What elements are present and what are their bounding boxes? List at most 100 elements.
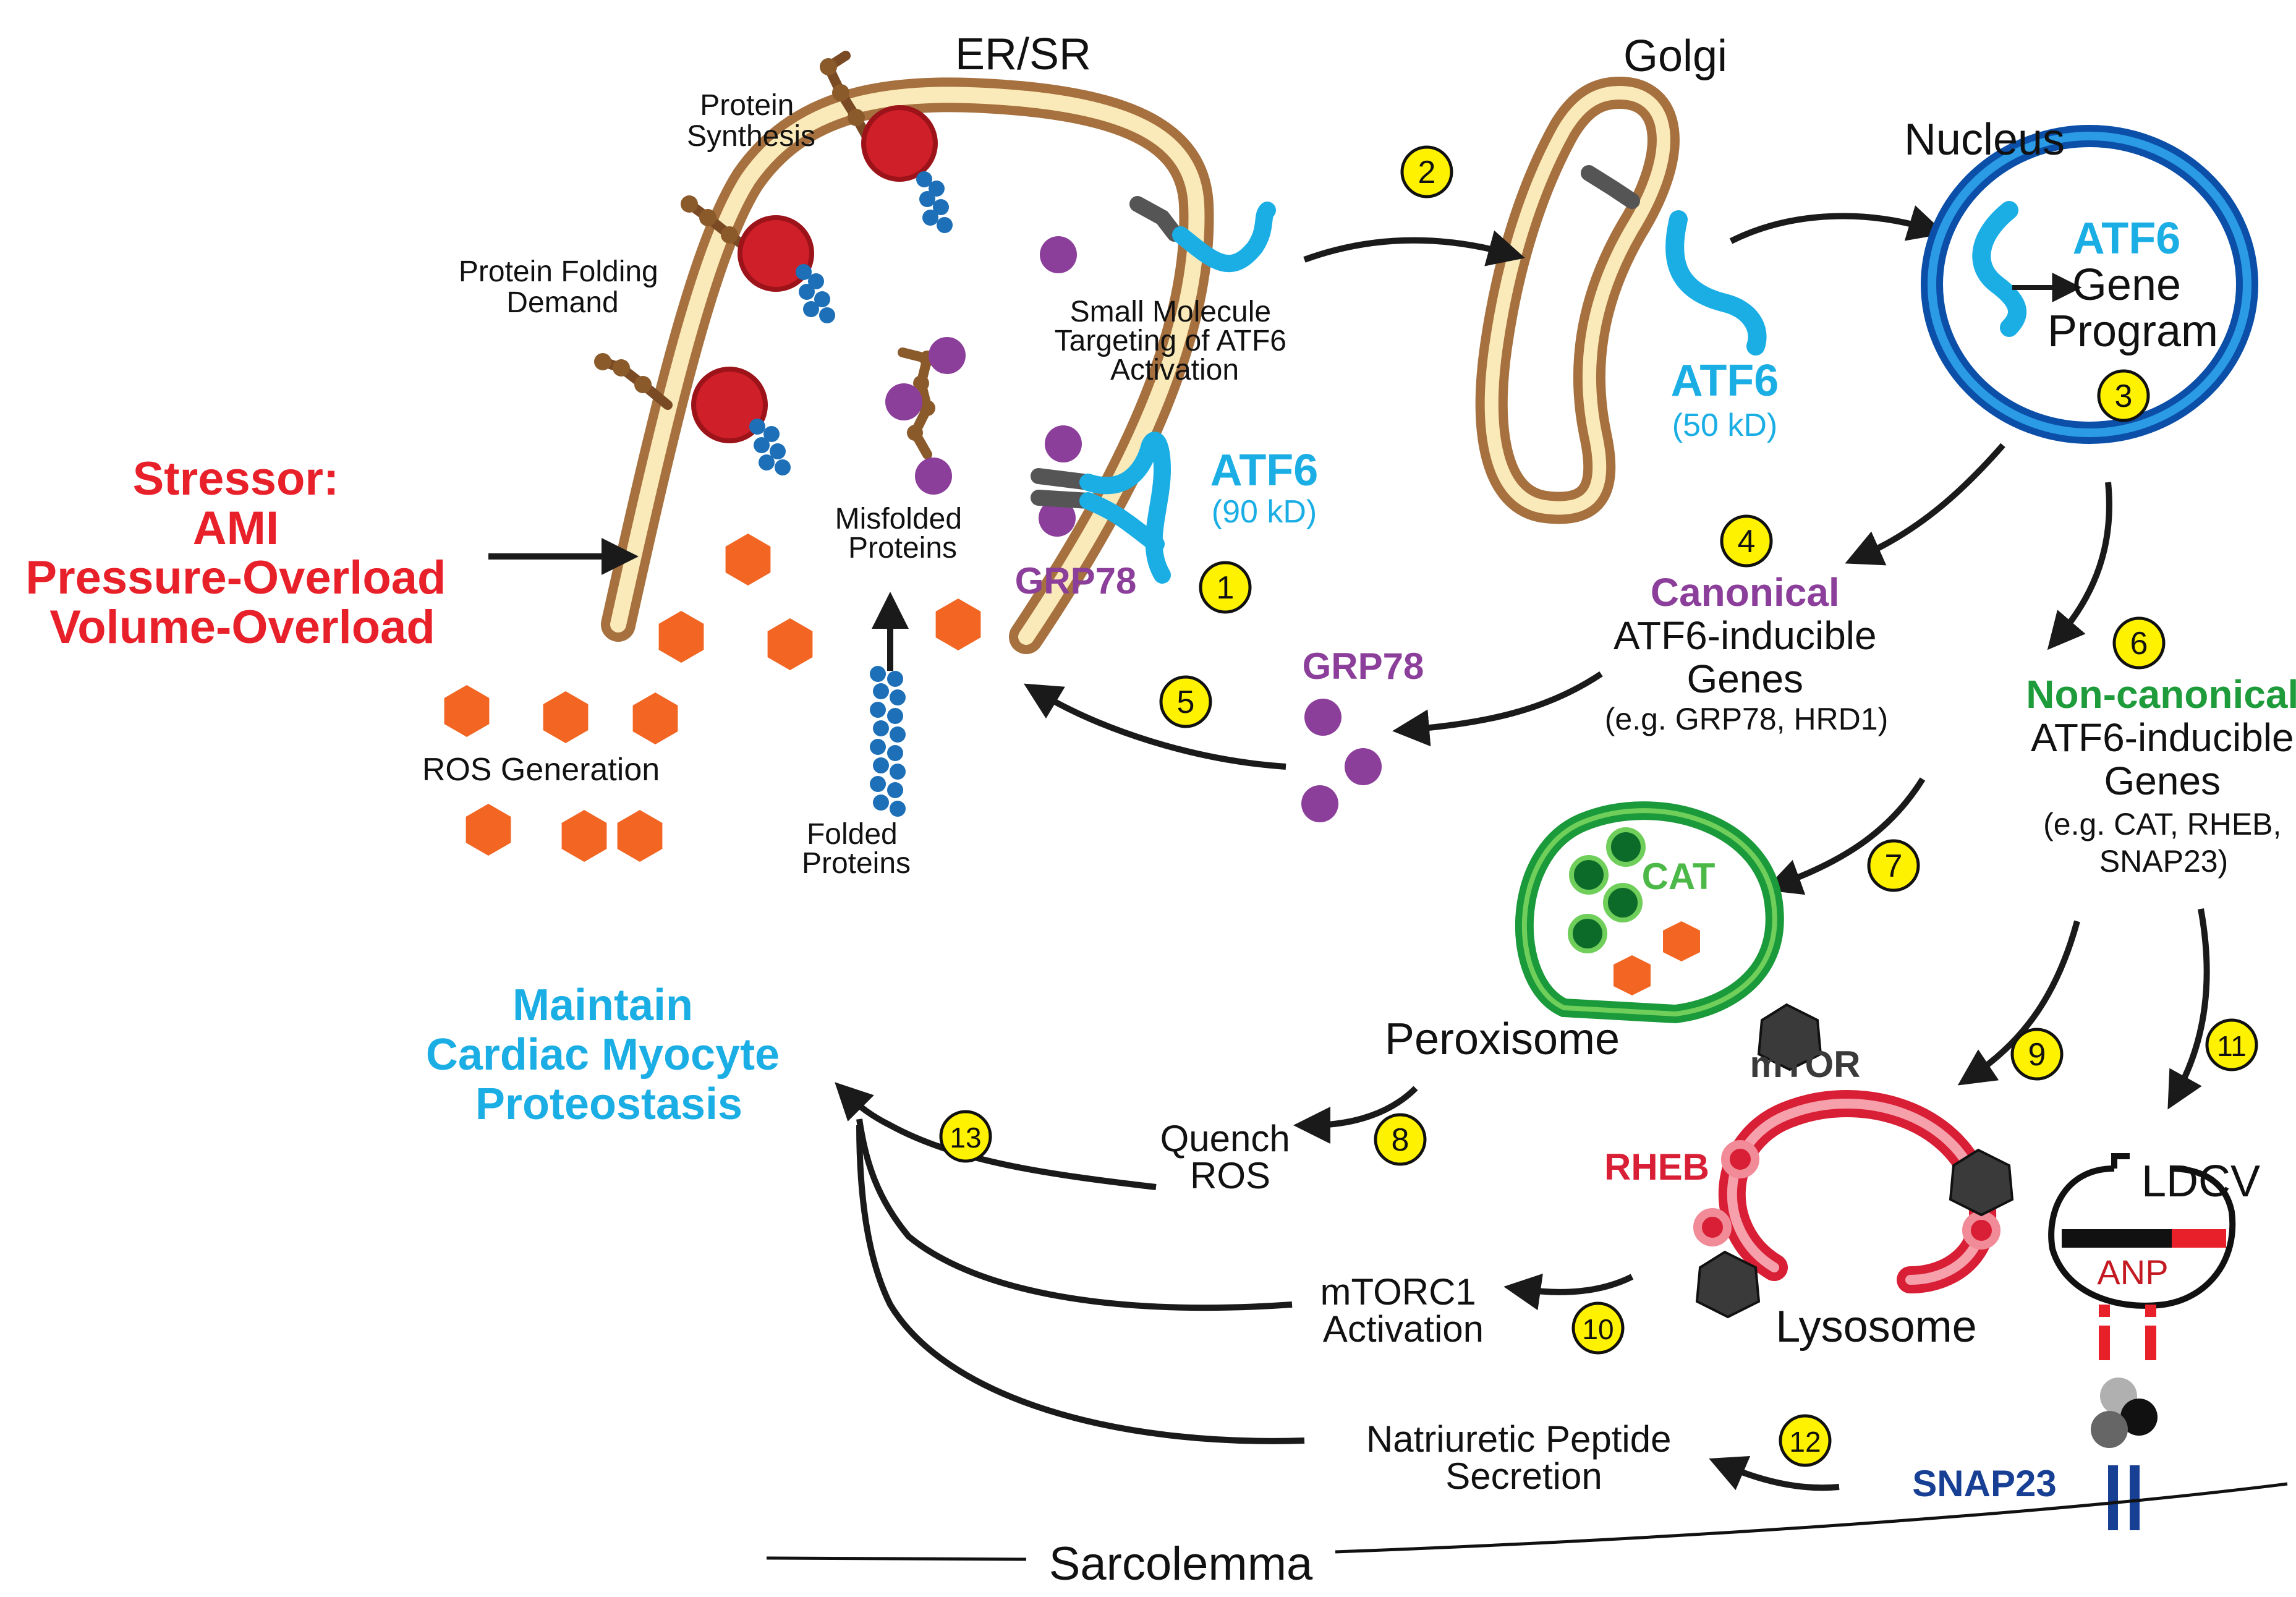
- ros-generation-label: ROS Generation: [422, 752, 660, 788]
- step-badge-number: 3: [2115, 378, 2133, 414]
- nucleus-to-canonical-arrow: [1845, 443, 2005, 566]
- ros-hexagon-icon: [767, 618, 813, 670]
- step-badge-2: 2: [1400, 145, 1453, 198]
- step-badge-number: 10: [1582, 1313, 1614, 1345]
- step-badge-circle: [1400, 145, 1453, 198]
- step-badge-circle: [1159, 675, 1212, 728]
- ribosome-group-middle: [681, 195, 835, 323]
- step-badge-circle: [1199, 561, 1252, 614]
- ros-hexagon-icon: [617, 810, 663, 862]
- step-badge-circle: [2112, 616, 2166, 670]
- atf6-gene-program-label: ATF6 Gene Program: [2047, 214, 2218, 356]
- cat-label: CAT: [1642, 856, 1716, 897]
- golgi-membrane: [1475, 76, 1680, 524]
- noncanonical-to-ldcv-arrow: [2167, 908, 2210, 1110]
- natriuretic-label: Natriuretic Peptide Secretion: [1366, 1418, 1682, 1497]
- ros-hexagon-icon: [658, 611, 704, 663]
- step-badge-number: 11: [2217, 1030, 2247, 1062]
- ribosome-icon: [691, 367, 768, 443]
- canonical-to-grp78-arrow: [1392, 671, 1603, 747]
- step-badge-circle: [1867, 839, 1920, 892]
- atf6-50-name: ATF6: [1671, 356, 1779, 406]
- er-to-golgi-arrow: [1303, 230, 1526, 266]
- atf6-cleaved-stub-icon: [1581, 165, 1640, 209]
- ros-hexagon-icon: [725, 534, 771, 586]
- sarcolemma-line: [766, 1482, 2288, 1561]
- step-badge-3: 3: [2097, 369, 2150, 422]
- atf6-grp78-complex-icon: [1031, 425, 1171, 584]
- mtorc1-activation-label: mTORC1 Activation: [1320, 1271, 1487, 1350]
- ldcv-icon: [2048, 1153, 2236, 1360]
- small-molecule-icon: [1040, 236, 1077, 273]
- step-badge-circle: [2097, 369, 2150, 422]
- small-molecule-label: Small Molecule Targeting of ATF6 Activat…: [1055, 296, 1295, 386]
- folded-proteins-icon: [870, 666, 906, 817]
- ros-hexagon-icon: [632, 692, 678, 744]
- noncanonical-to-peroxisome-arrow: [1764, 777, 1926, 895]
- atf6-90-size: (90 kD): [1212, 494, 1317, 530]
- ldcv-label: LDCV: [2141, 1157, 2260, 1206]
- golgi-label: Golgi: [1623, 32, 1727, 81]
- step-badge-circle: [1374, 1113, 1427, 1166]
- step-badge-12: 12: [1779, 1414, 1832, 1467]
- step-badge-number: 8: [1392, 1122, 1409, 1158]
- ros-generation-icons: [444, 534, 981, 862]
- grp78-free-icons: [1301, 699, 1382, 822]
- step-badge-number: 2: [1418, 155, 1436, 190]
- nucleus-icon: [1921, 125, 2258, 444]
- step-badge-circle: [1720, 514, 1773, 568]
- misfolded-proteins-label: Misfolded Proteins: [835, 503, 971, 564]
- misfolded-proteins-icon: [885, 337, 966, 495]
- step-badge-number: 9: [2028, 1037, 2046, 1073]
- step-badge-8: 8: [1374, 1113, 1427, 1166]
- atf6-50-icon: [1665, 210, 1767, 356]
- lysosome-icon: [1693, 1003, 2014, 1319]
- snare-complex-icon: [2091, 1378, 2158, 1530]
- ros-hexagon-icon: [444, 685, 490, 737]
- step-badge-6: 6: [2112, 616, 2166, 670]
- stressor-label: Stressor: AMI Pressure-Overload Volume-O…: [25, 453, 459, 654]
- ros-hexagon-icon: [466, 804, 511, 856]
- ribosome-group-lower: [594, 353, 791, 475]
- step-badge-10: 10: [1571, 1301, 1625, 1355]
- atf6-50-size: (50 kD): [1672, 407, 1777, 443]
- snap23-label: SNAP23: [1912, 1463, 2056, 1504]
- natriuretic-to-maintain-arrow: [856, 1125, 1305, 1444]
- er-membrane: [601, 77, 1214, 654]
- sarcolemma-label: Sarcolemma: [1049, 1538, 1313, 1590]
- step-badge-number: 13: [950, 1122, 981, 1154]
- step-badge-number: 6: [2130, 626, 2148, 662]
- step-badge-circle: [1571, 1301, 1625, 1355]
- atf6-90-name: ATF6: [1210, 446, 1319, 495]
- quench-to-maintain-arrow: [835, 1082, 1157, 1190]
- step-badge-7: 7: [1867, 839, 1920, 892]
- grp78-free-label: GRP78: [1303, 645, 1424, 687]
- ldcv-to-natriuretic-arrow: [1709, 1456, 1840, 1491]
- canonical-label: Canonical ATF6-inducible Genes (e.g. GRP…: [1605, 570, 1888, 736]
- step-badge-5: 5: [1159, 675, 1212, 728]
- lysosome-to-mtorc1-arrow: [1503, 1273, 1634, 1311]
- ros-hexagon-icon: [935, 598, 981, 650]
- folded-proteins-label: Folded Proteins: [802, 818, 911, 880]
- step-badge-1: 1: [1199, 561, 1252, 614]
- noncanonical-to-lysosome-arrow: [1957, 920, 2080, 1086]
- peroxisome-label: Peroxisome: [1385, 1015, 1620, 1064]
- ros-hexagon-icon: [561, 810, 607, 862]
- mtorc1-to-maintain-arrow: [856, 1118, 1293, 1311]
- step-badge-number: 5: [1177, 684, 1195, 720]
- ribosome-icon: [861, 105, 938, 182]
- step-badge-number: 4: [1738, 524, 1756, 560]
- step-badge-11: 11: [2205, 1018, 2258, 1071]
- ribosome-icon: [738, 215, 814, 292]
- er-sr-label: ER/SR: [955, 30, 1091, 79]
- anp-label: ANP: [2097, 1253, 2168, 1292]
- golgi-to-nucleus-arrow: [1729, 205, 1945, 244]
- step-badge-circle: [2205, 1018, 2258, 1071]
- step-badge-4: 4: [1720, 514, 1773, 568]
- grp78-to-er-arrow: [1023, 683, 1286, 770]
- atf6-activation-icon: [1129, 196, 1276, 273]
- quench-ros-label: Quench ROS: [1160, 1118, 1301, 1196]
- step-badge-9: 9: [2010, 1028, 2064, 1081]
- peroxisome-icon: [1515, 801, 1784, 1024]
